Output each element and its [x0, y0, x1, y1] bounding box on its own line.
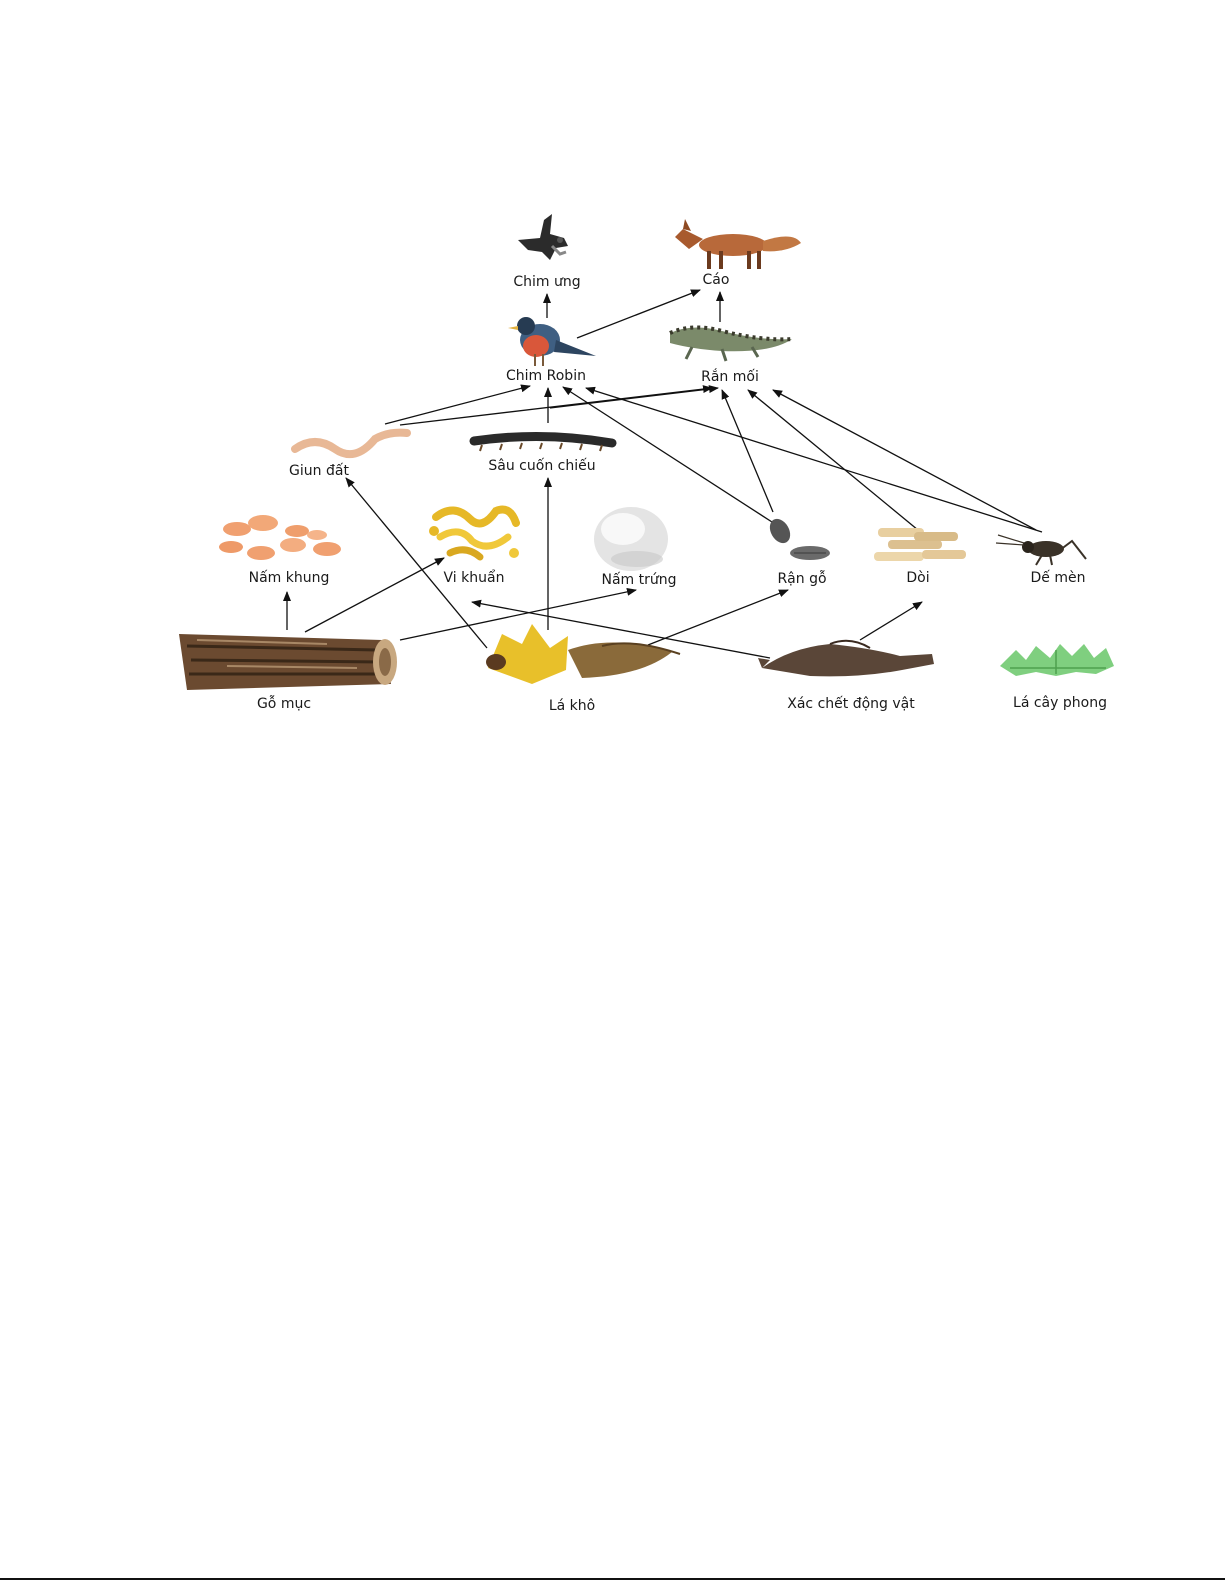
node-label-la-kho: Lá khô	[549, 698, 595, 714]
page-bottom-rule	[0, 1578, 1225, 1580]
maggot-icon	[874, 528, 966, 561]
arrow-la-kho-to-giun-dat	[346, 478, 487, 648]
hawk-icon	[518, 214, 568, 260]
rotten-log-icon	[179, 634, 397, 690]
millipede-icon	[474, 436, 612, 451]
puffball-icon	[594, 507, 668, 571]
arrow-sau-cuon-chieu-to-ran-moi	[550, 388, 718, 408]
dry-leaves-icon	[486, 624, 680, 684]
node-label-cao: Cáo	[703, 272, 730, 288]
node-label-giun-dat: Giun đất	[289, 463, 349, 479]
node-label-go-muc: Gỗ mục	[257, 695, 311, 712]
node-label-nam-trung: Nấm trứng	[601, 572, 676, 588]
arrow-ran-go-to-ran-moi	[722, 390, 773, 512]
arrow-giun-dat-to-ran-moi	[400, 388, 712, 425]
arrow-ran-go-to-chim-robin	[563, 387, 772, 522]
arrow-go-muc-to-nam-trung	[400, 590, 636, 640]
arrow-de-men-to-chim-robin	[586, 388, 1042, 532]
node-label-ran-moi: Rắn mối	[701, 368, 759, 385]
fox-icon	[675, 219, 801, 269]
node-label-vi-khuan: Vi khuẩn	[444, 569, 505, 586]
cricket-icon	[996, 535, 1086, 565]
node-label-doi: Dòi	[906, 570, 929, 586]
icons	[179, 214, 1114, 690]
bracket-fungus-icon	[219, 515, 341, 560]
arrow-la-kho-to-ran-go	[648, 590, 788, 645]
arrow-xac-chet-to-doi	[860, 602, 922, 640]
lizard-icon	[670, 327, 792, 361]
bacteria-icon	[429, 510, 519, 559]
node-label-xac-chet: Xác chết động vật	[787, 695, 915, 712]
node-label-chim-robin: Chim Robin	[506, 368, 586, 384]
robin-icon	[508, 317, 596, 366]
animal-carcass-icon	[758, 641, 934, 677]
node-label-la-cay-phong: Lá cây phong	[1013, 695, 1107, 711]
node-label-sau-cuon-chieu: Sâu cuốn chiếu	[488, 457, 595, 474]
edges	[287, 290, 1042, 658]
arrow-doi-to-ran-moi	[748, 390, 918, 530]
maple-leaf-icon	[1000, 644, 1114, 676]
node-label-de-men: Dế mèn	[1031, 569, 1086, 586]
woodlouse-icon	[766, 515, 830, 560]
node-label-chim-ung: Chim ưng	[513, 274, 580, 290]
earthworm-icon	[295, 433, 407, 455]
node-label-nam-khung: Nấm khung	[249, 570, 330, 586]
node-label-ran-go: Rận gỗ	[777, 570, 826, 587]
